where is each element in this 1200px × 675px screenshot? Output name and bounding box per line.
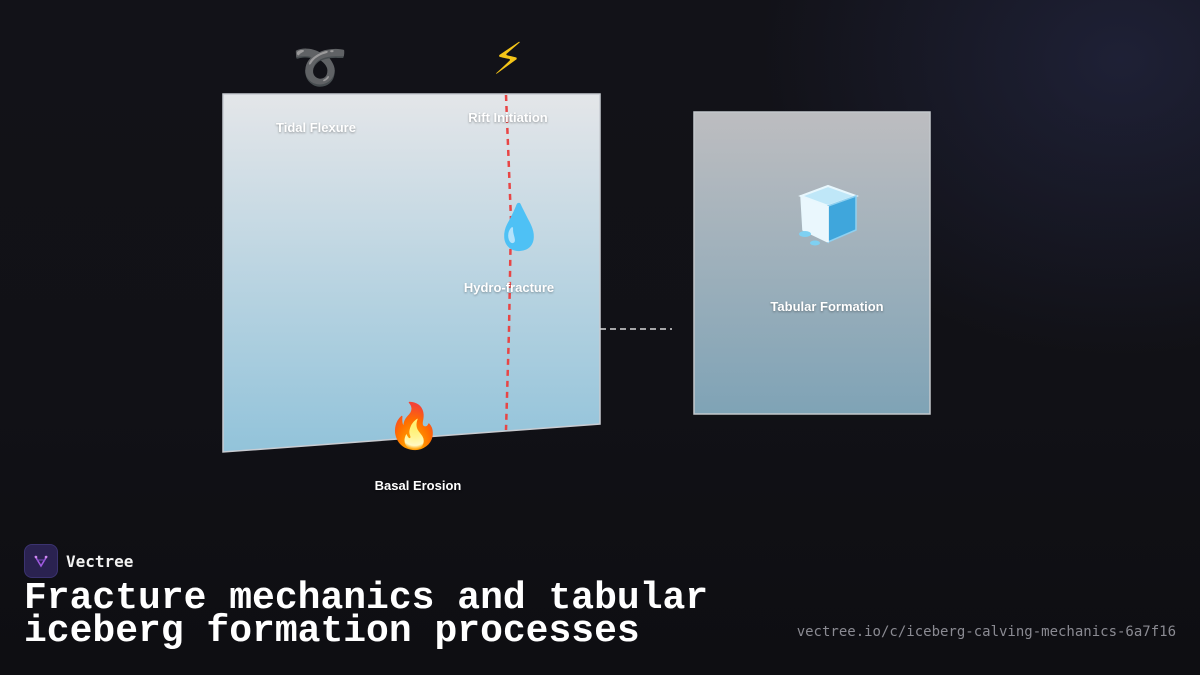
stage-label-basal: Basal Erosion xyxy=(374,478,462,493)
brand-name: Vectree xyxy=(66,551,134,571)
rift-line xyxy=(504,94,513,431)
ice-cube-icon xyxy=(798,184,859,246)
lightning-icon: ⚡ xyxy=(492,34,524,85)
source-url[interactable]: vectree.io/c/iceberg-calving-mechanics-6… xyxy=(796,624,1176,640)
brand: Vectree xyxy=(24,544,133,578)
stage-label-tabular: Tabular Formation xyxy=(770,299,884,314)
tabular-iceberg xyxy=(693,111,931,415)
stage-label-tidal: Tidal Flexure xyxy=(276,120,356,135)
stage-label-hydro: Hydro-fracture xyxy=(463,280,555,295)
loop-icon: ➰ xyxy=(292,42,348,93)
fire-icon: 🔥 xyxy=(386,401,442,452)
page-title: Fracture mechanics and tabular iceberg f… xyxy=(24,577,709,653)
ice-shelf xyxy=(222,93,601,453)
brand-logo-icon xyxy=(24,544,58,578)
droplet-icon: 💧 xyxy=(491,202,547,253)
stage-label-rift: Rift Initiation xyxy=(468,110,548,125)
